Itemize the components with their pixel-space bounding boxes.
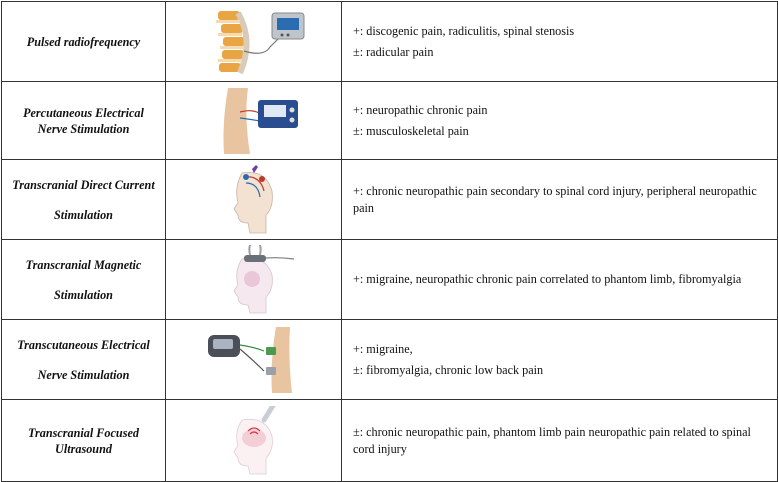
effects-cell: +: discogenic pain, radiculitis, spinal …	[341, 1, 778, 82]
technique-name: Pulsed radiofrequency	[26, 34, 141, 49]
table-row: Transcranial Magnetic Stimulation +: mig…	[1, 239, 778, 320]
effect-line: +: migraine, neuropathic chronic pain co…	[353, 272, 742, 286]
effects-cell: +: neuropathic chronic pain ±: musculosk…	[341, 81, 778, 160]
technique-name-cell: Transcranial Direct Current Stimulation	[1, 159, 166, 240]
table-row: Transcranial Direct Current Stimulation …	[1, 159, 778, 240]
effect-line: +: neuropathic chronic pain	[353, 102, 488, 117]
effect-line: ±: chronic neuropathic pain, phantom lim…	[353, 424, 751, 456]
table-row: Transcranial Focused Ultrasound ±: chron…	[1, 399, 778, 482]
illustration-cell	[165, 399, 342, 482]
effects-cell: +: migraine, ±: fibromyalgia, chronic lo…	[341, 319, 778, 400]
illustration-cell	[165, 1, 342, 82]
effect-line: ±: musculoskeletal pain	[353, 123, 469, 138]
technique-name: Stimulation	[54, 207, 113, 222]
effects-cell: ±: chronic neuropathic pain, phantom lim…	[341, 399, 778, 482]
technique-name-cell: Percutaneous Electrical Nerve Stimulatio…	[1, 81, 166, 160]
technique-name: Transcranial Focused	[28, 425, 139, 440]
technique-name-cell: Pulsed radiofrequency	[1, 1, 166, 82]
technique-name: Transcranial Direct Current	[12, 177, 155, 192]
technique-name: Percutaneous Electrical	[23, 105, 144, 120]
illustration-cell	[165, 319, 342, 400]
technique-name-cell: Transcranial Focused Ultrasound	[1, 399, 166, 482]
technique-name: Nerve Stimulation	[37, 367, 130, 382]
head-direct-current-electrodes-icon	[233, 164, 273, 233]
technique-name-cell: Transcranial Magnetic Stimulation	[1, 239, 166, 320]
effect-line: +: chronic neuropathic pain secondary to…	[353, 183, 757, 215]
tens-device-leg-icon	[207, 326, 292, 393]
effect-line: +: migraine,	[353, 341, 413, 356]
effects-cell: +: chronic neuropathic pain secondary to…	[341, 159, 778, 240]
spine-radiofrequency-device-icon	[215, 10, 304, 74]
effect-line: ±: radicular pain	[353, 44, 434, 59]
table-row: Pulsed radiofrequency	[1, 1, 778, 82]
technique-name: Transcranial Magnetic	[25, 257, 142, 272]
leg-electrical-stimulator-icon	[223, 87, 298, 154]
illustration-cell	[165, 81, 342, 160]
technique-name-cell: Transcutaneous Electrical Nerve Stimulat…	[1, 319, 166, 400]
effect-line: +: discogenic pain, radiculitis, spinal …	[353, 23, 575, 38]
table-row: Transcutaneous Electrical Nerve Stimulat…	[1, 319, 778, 400]
illustration-cell	[165, 239, 342, 320]
technique-name: Nerve Stimulation	[37, 121, 130, 136]
illustration-cell	[165, 159, 342, 240]
head-magnetic-coil-icon	[233, 244, 294, 313]
technique-name: Ultrasound	[55, 441, 112, 456]
technique-name: Transcutaneous Electrical	[17, 337, 150, 352]
head-focused-ultrasound-icon	[233, 405, 276, 474]
effect-line: ±: fibromyalgia, chronic low back pain	[353, 362, 544, 377]
technique-name: Stimulation	[54, 287, 113, 302]
table-row: Percutaneous Electrical Nerve Stimulatio…	[1, 81, 778, 160]
effects-cell: +: migraine, neuropathic chronic pain co…	[341, 239, 778, 320]
